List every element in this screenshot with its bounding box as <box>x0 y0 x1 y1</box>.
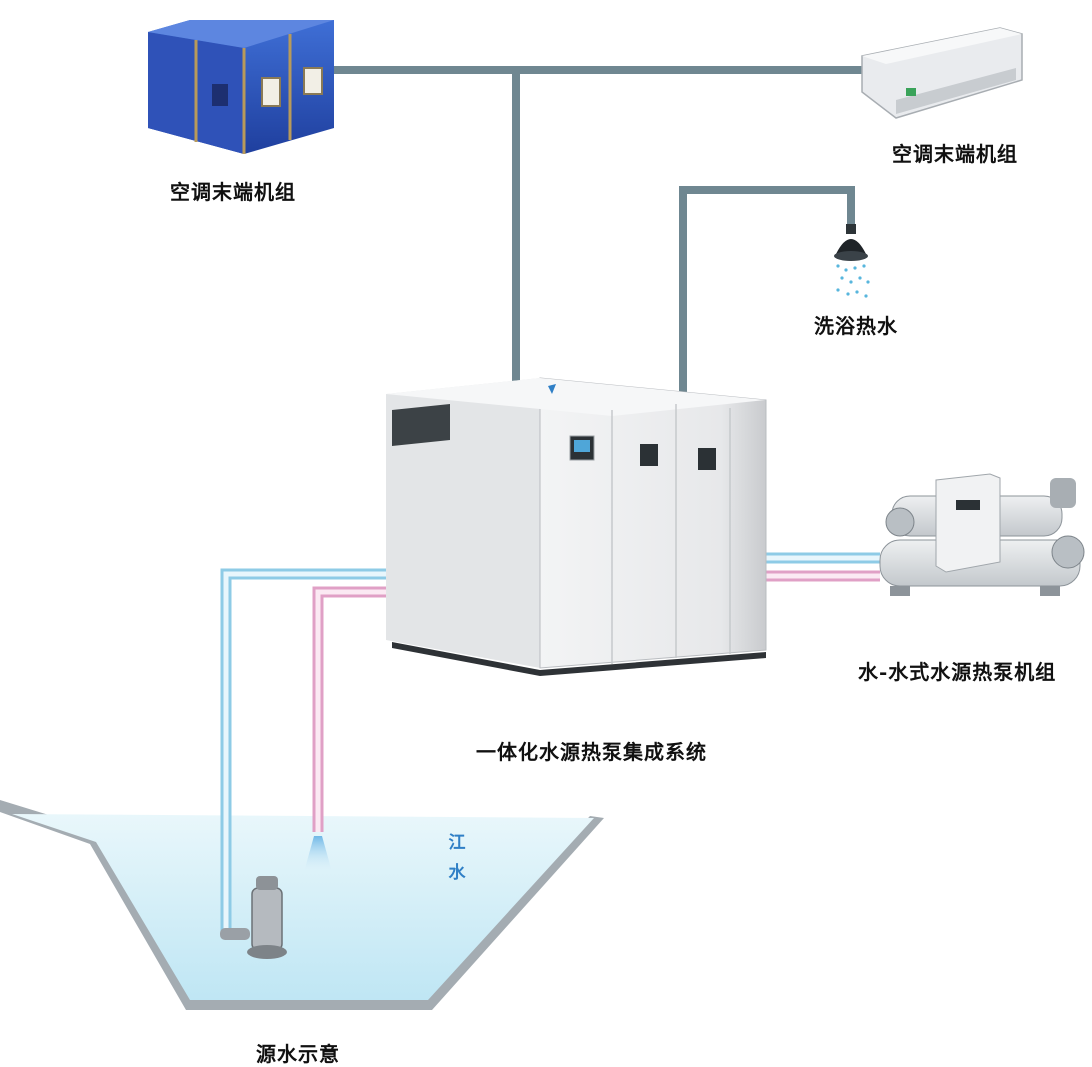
label-terminal-unit-right: 空调末端机组 <box>892 142 1018 166</box>
label-terminal-unit-left: 空调末端机组 <box>170 180 296 204</box>
integrated-heat-pump-cabinet-icon <box>386 377 767 676</box>
water-water-heat-pump-icon <box>879 473 1085 596</box>
label-source-water: 源水示意 <box>256 1042 340 1066</box>
river-basin <box>0 800 604 1010</box>
label-shower-hot-water: 洗浴热水 <box>814 314 898 338</box>
label-river-water: 江水 <box>448 833 466 883</box>
shower-head-icon <box>834 224 870 298</box>
return-water-jet <box>304 836 332 872</box>
label-water-water-unit: 水-水式水源热泵机组 <box>858 660 1057 684</box>
label-integrated-system: 一体化水源热泵集成系统 <box>476 740 707 764</box>
wall-mounted-unit-icon <box>861 27 1023 119</box>
hvac-pipes <box>334 66 866 398</box>
air-handling-unit-icon <box>148 20 334 154</box>
source-water-pipes <box>220 552 880 934</box>
submersible-pump-icon <box>220 876 287 959</box>
